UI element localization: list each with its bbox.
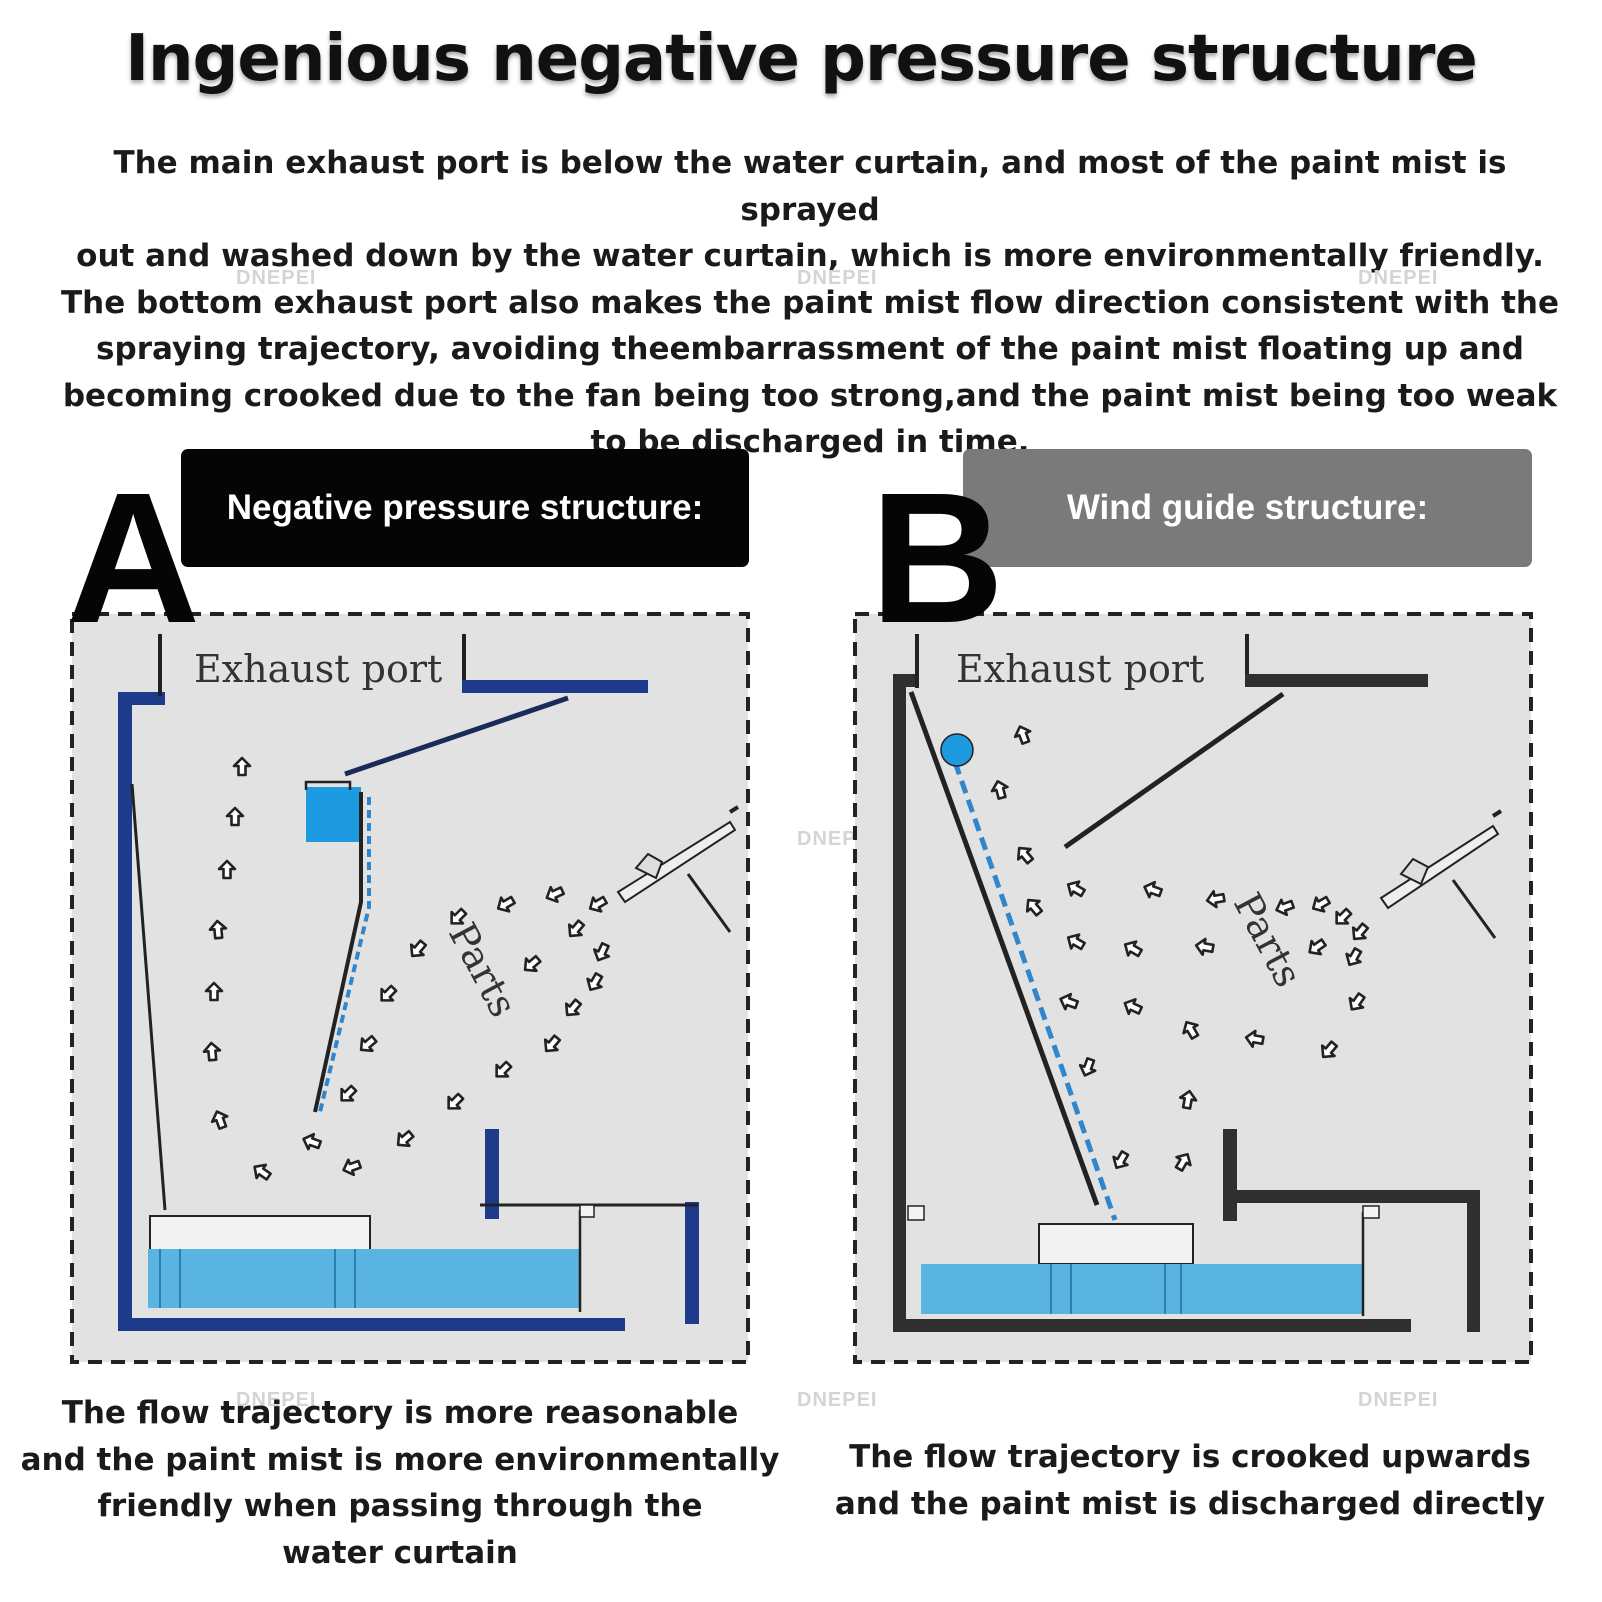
water-tank [306, 787, 361, 842]
grate-platform [149, 1215, 371, 1251]
diagram-negative-pressure: Exhaust port Parts [70, 612, 750, 1364]
caption-line: and the paint mist is discharged directl… [834, 1485, 1546, 1522]
exhaust-port-label: Exhaust port [194, 647, 442, 691]
booth-structure [118, 634, 699, 1331]
caption-line: friendly when passing through the [97, 1488, 703, 1524]
intro-line: The main exhaust port is below the water… [113, 145, 1507, 228]
curtain-plate [313, 792, 363, 1113]
panel-b-letter: B [870, 455, 1004, 662]
panel-a-letter: A [66, 455, 200, 662]
intro-paragraph: The main exhaust port is below the water… [60, 140, 1560, 466]
caption-line: The flow trajectory is crooked upwards [849, 1439, 1531, 1475]
exhaust-port-label: Exhaust port [956, 647, 1204, 691]
guide-plate [908, 691, 1100, 1206]
watermark: DNEPEI [797, 1389, 878, 1411]
water-pipe [940, 733, 974, 767]
intro-line: spraying trajectory, avoiding theembarra… [96, 331, 1524, 367]
panel-b-header: Wind guide structure: [963, 449, 1532, 567]
caption-line: water curtain [282, 1534, 518, 1571]
intro-line: The bottom exhaust port also makes the p… [60, 284, 1560, 321]
watermark: DNEPEI [236, 267, 317, 289]
inner-wall-line [130, 783, 167, 1211]
water-basin [148, 1249, 580, 1308]
panel-a-caption: The flow trajectory is more reasonable a… [20, 1390, 780, 1576]
basin-legs [159, 1249, 356, 1308]
caption-line: and the paint mist is more environmental… [20, 1441, 780, 1478]
spray-gun-icon [616, 805, 740, 933]
spray-gun-icon [1379, 809, 1503, 939]
deflector-plate [344, 695, 569, 777]
water-basin [921, 1264, 1363, 1314]
watermark: DNEPEI [1358, 267, 1439, 289]
panel-b-caption: The flow trajectory is crooked upwards a… [820, 1434, 1560, 1527]
watermark: DNEPEI [797, 267, 878, 289]
booth-structure [893, 634, 1480, 1332]
grate-platform [1038, 1223, 1194, 1265]
water-curtain [952, 761, 1118, 1221]
diagram-wind-guide: Exhaust port Parts [853, 612, 1533, 1364]
intro-line: out and washed down by the water curtain… [76, 238, 1544, 274]
page-title: Ingenious negative pressure structure [125, 22, 1478, 96]
watermark: DNEPEI [1358, 1389, 1439, 1411]
intro-line: becoming crooked due to the fan being to… [62, 377, 1558, 414]
water-curtain [318, 797, 371, 1113]
deflector-plate [1063, 691, 1285, 850]
basin-legs [1050, 1264, 1182, 1314]
watermark: DNEPEI [236, 1389, 317, 1411]
caption-line: The flow trajectory is more reasonable [61, 1395, 739, 1431]
panel-a-header: Negative pressure structure: [181, 449, 749, 567]
